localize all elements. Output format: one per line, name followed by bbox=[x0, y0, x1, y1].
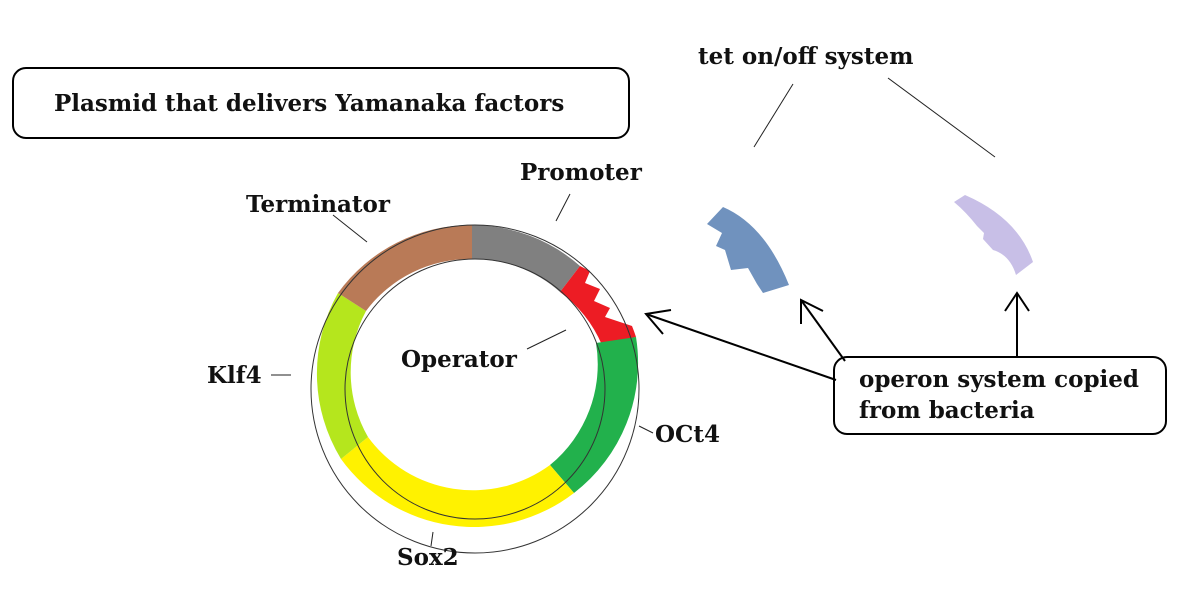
operon-box-line-1: operon system copied bbox=[859, 366, 1139, 393]
tet-repressor-lavender bbox=[954, 195, 1033, 275]
arrow-to-operator-head bbox=[644, 309, 672, 335]
leader-line-operator bbox=[526, 329, 567, 350]
label-klf4: Klf4 bbox=[207, 362, 262, 389]
label-terminator: Terminator bbox=[246, 191, 391, 218]
leader-line-tet-left bbox=[753, 83, 794, 148]
diagram-title: Plasmid that delivers Yamanaka factors bbox=[54, 90, 565, 117]
label-tet-system: tet on/off system bbox=[698, 43, 914, 70]
leader-line-promoter bbox=[555, 193, 571, 222]
segment-klf4 bbox=[316, 293, 368, 459]
segment-sox2 bbox=[341, 437, 574, 528]
segment-operator bbox=[560, 266, 636, 345]
segment-promoter bbox=[472, 225, 580, 292]
segment-oct4 bbox=[550, 337, 639, 493]
operon-system-box: operon system copied from bacteria bbox=[833, 356, 1167, 435]
leader-line-tet-right bbox=[887, 77, 996, 158]
arrow-to-blue-repressor-head bbox=[800, 298, 824, 324]
leader-line-sox2 bbox=[430, 531, 434, 547]
title-box: Plasmid that delivers Yamanaka factors bbox=[12, 67, 630, 139]
leader-line-terminator bbox=[332, 214, 368, 243]
arrow-to-blue-repressor bbox=[800, 299, 846, 362]
arrow-to-lavender-repressor-head bbox=[1004, 291, 1030, 312]
label-oct4: OCt4 bbox=[655, 421, 720, 448]
leader-line-oct4 bbox=[638, 425, 654, 434]
label-sox2: Sox2 bbox=[397, 544, 459, 571]
operon-box-line-2: from bacteria bbox=[859, 397, 1035, 424]
segment-terminator bbox=[338, 224, 472, 311]
label-promoter: Promoter bbox=[520, 159, 642, 186]
arrow-to-operator bbox=[645, 313, 837, 381]
label-operator: Operator bbox=[401, 346, 517, 373]
plasmid-outline-outer bbox=[310, 224, 640, 554]
tet-repressor-blue bbox=[707, 207, 789, 293]
plasmid-outline-inner bbox=[344, 258, 606, 520]
